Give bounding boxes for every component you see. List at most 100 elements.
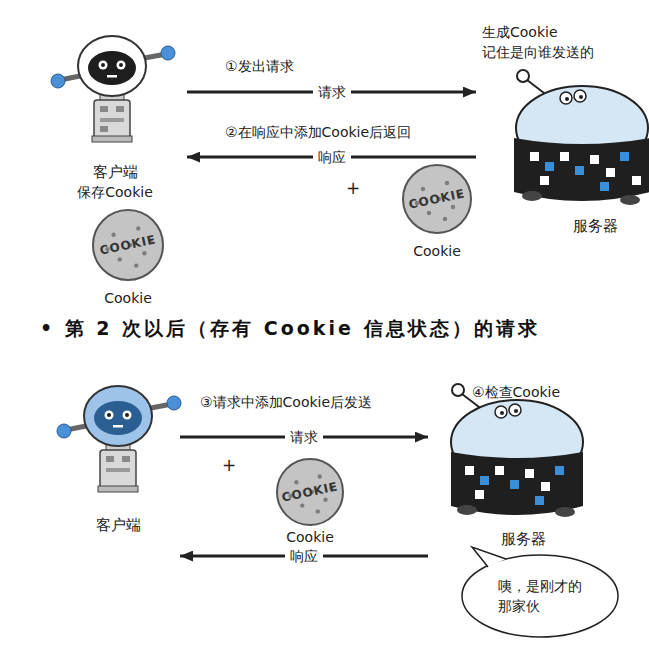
cookie-chip: [111, 233, 115, 237]
robot-wheel: [457, 505, 477, 515]
cookie-chip: [427, 211, 431, 215]
robot-pupil: [579, 95, 583, 99]
edge-label: 请求: [285, 427, 323, 447]
robot-node: 客户端: [58, 372, 178, 567]
cookie-node: COOKIECookie: [270, 457, 350, 549]
robot-foot: [98, 486, 138, 492]
cookie-label: Cookie: [104, 288, 152, 308]
robot-light: [525, 469, 534, 478]
robot-head: [84, 386, 152, 446]
robot-light: [465, 466, 474, 475]
robot-pupil: [119, 63, 123, 67]
cookie-chip: [134, 263, 138, 267]
plus-sign: +: [222, 455, 236, 475]
robot-eye: [99, 61, 108, 70]
robot-node: ④检查Cookie服务器: [430, 380, 605, 567]
robot-body: [514, 138, 649, 201]
server-robot: [451, 384, 583, 517]
robot-mouth: [113, 425, 123, 428]
robot-eye: [560, 92, 572, 104]
robot-detail: [100, 126, 108, 132]
node-label: 客户端: [96, 515, 141, 535]
robot-eye: [574, 90, 586, 102]
node-label: 服务器: [573, 216, 618, 236]
step-label: ①发出请求: [225, 56, 294, 76]
robot-eye: [123, 411, 132, 420]
robot-light: [632, 176, 641, 185]
cookie-circle: [403, 165, 471, 233]
robot-foot: [92, 136, 132, 142]
robot-light: [575, 166, 584, 175]
robot-light: [620, 152, 629, 161]
robot-antenna: [517, 70, 529, 82]
robot-hand: [167, 396, 181, 410]
robot-light: [541, 482, 550, 491]
robot-light: [530, 152, 539, 161]
robot-mouth: [107, 75, 117, 78]
node-note: 生成Cookie 记住是向谁发送的: [482, 22, 610, 62]
bubble-shape: [460, 553, 620, 639]
robot-light: [540, 176, 549, 185]
node-label: 服务器: [501, 529, 546, 549]
robot-node: 生成Cookie 记住是向谁发送的服务器: [478, 20, 649, 235]
node-note: 保存Cookie: [77, 182, 153, 202]
robot-light: [560, 152, 569, 161]
robot-wheel: [620, 195, 640, 205]
cookie-node: COOKIECookie: [397, 163, 477, 271]
robot-wheel: [522, 191, 542, 201]
robot-detail: [116, 106, 124, 112]
robot-hand: [161, 46, 175, 60]
plus-sign: +: [346, 178, 360, 198]
robot-detail: [122, 456, 130, 462]
robot-node: 客户端保存Cookie: [45, 28, 185, 204]
robot-antenna: [452, 384, 464, 396]
cookie-circle: [93, 210, 163, 280]
cookie-chip: [136, 226, 140, 230]
robot-light: [510, 480, 519, 489]
robot-detail: [106, 468, 130, 472]
cookie-label: Cookie: [413, 241, 461, 261]
cookie-chip: [445, 181, 449, 185]
robot-light: [600, 182, 609, 191]
speech-bubble: 咦，是刚才的 那家伙: [460, 553, 620, 639]
bubble-outline: [462, 555, 618, 637]
robot-light: [590, 155, 599, 164]
robot-light: [475, 490, 484, 499]
client-robot: [57, 386, 181, 492]
robot-light: [555, 466, 564, 475]
robot-body: [94, 100, 130, 138]
edge-label: 响应: [285, 546, 323, 566]
cookie-node: COOKIECookie: [88, 208, 168, 310]
robot-detail: [106, 456, 114, 462]
robot-pupil: [125, 413, 129, 417]
cookie-chip: [443, 217, 447, 221]
robot-detail: [100, 106, 108, 112]
speech-text: 咦，是刚才的 那家伙: [498, 576, 594, 616]
cookie-circle: [277, 459, 343, 525]
robot-face: [88, 51, 136, 85]
section-heading: • 第 2 次以后（存有 Cookie 信息状态）的请求: [40, 318, 540, 338]
robot-pupil: [101, 63, 105, 67]
robot-light: [480, 476, 489, 485]
robot-light: [495, 466, 504, 475]
robot-body: [451, 452, 583, 515]
robot-light: [606, 168, 615, 177]
bubble-tail: [472, 547, 506, 567]
robot-eye: [105, 411, 114, 420]
client-robot: [51, 36, 175, 142]
robot-pupil: [514, 409, 518, 413]
edge-label: 请求: [313, 82, 351, 102]
edge-label: 响应: [313, 147, 351, 167]
robot-body: [100, 450, 136, 488]
step-label: ③请求中添加Cookie后发送: [200, 392, 372, 412]
robot-wheel: [555, 507, 575, 517]
robot-eye: [495, 406, 507, 418]
robot-hand: [57, 424, 71, 438]
robot-pupil: [565, 97, 569, 101]
cookie-chip: [118, 257, 122, 261]
robot-eye: [509, 404, 521, 416]
node-label: 客户端: [93, 162, 138, 182]
robot-light: [535, 496, 544, 505]
robot-light: [545, 162, 554, 171]
